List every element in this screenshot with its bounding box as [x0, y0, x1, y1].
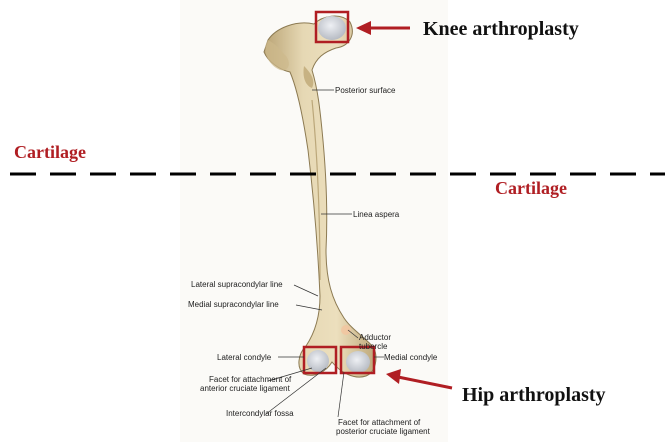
label-lateral-supracondylar-line: Lateral supracondylar line [191, 280, 283, 289]
hip-arthroplasty-label: Hip arthroplasty [462, 384, 606, 406]
label-linea-aspera: Linea aspera [353, 210, 400, 219]
label-facet-pcl-1: Facet for attachment of [338, 418, 421, 427]
label-facet-acl-2: anterior cruciate ligament [200, 384, 291, 393]
label-posterior-surface: Posterior surface [335, 86, 396, 95]
label-tubercle: tubercle [359, 342, 388, 351]
label-facet-acl-1: Facet for attachment of [209, 375, 292, 384]
cartilage-label-left: Cartilage [14, 142, 86, 162]
medial-condyle-cartilage [346, 351, 370, 373]
label-intercondylar-fossa: Intercondylar fossa [226, 409, 294, 418]
label-medial-condyle: Medial condyle [384, 353, 438, 362]
label-lateral-condyle: Lateral condyle [217, 353, 272, 362]
knee-arthroplasty-label: Knee arthroplasty [423, 18, 579, 40]
label-adductor: Adductor [359, 333, 391, 342]
cartilage-label-right: Cartilage [495, 178, 567, 198]
femoral-head-cartilage [318, 16, 346, 40]
label-facet-pcl-2: posterior cruciate ligament [336, 427, 431, 436]
label-medial-supracondylar-line: Medial supracondylar line [188, 300, 279, 309]
